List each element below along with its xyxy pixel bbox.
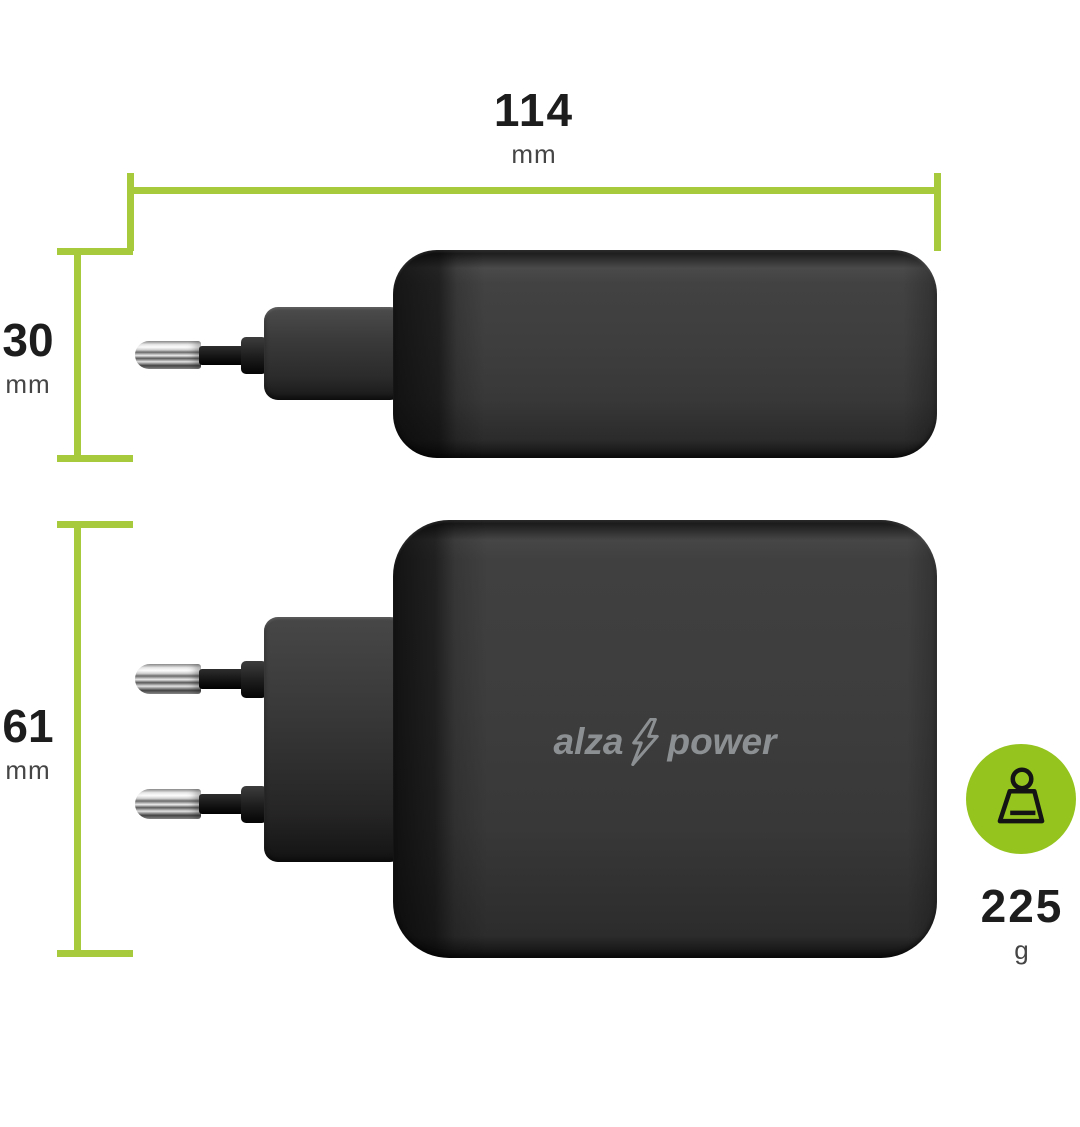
weight-icon — [997, 767, 1045, 824]
charger-body-side — [393, 250, 937, 458]
dimension-side-height-label: 30 mm — [0, 314, 56, 400]
dimension-width-unit: mm — [511, 139, 557, 170]
dimension-side-height-value: 30 — [2, 314, 54, 366]
dimension-front-height-unit: mm — [5, 755, 51, 786]
dimension-side-height-line — [74, 248, 81, 462]
dimension-front-height-label: 61 mm — [0, 700, 56, 786]
plug-pin-collar-bottom — [241, 786, 267, 823]
plug-pin-collar-top — [241, 661, 267, 698]
dimension-front-height-value: 61 — [2, 700, 54, 752]
plug-pin-side — [135, 341, 201, 369]
dimension-width-tick-right — [934, 173, 941, 251]
plug-pin-top — [135, 664, 201, 694]
plug-pin-sleeve-top — [199, 669, 247, 689]
weight-badge — [966, 744, 1076, 854]
weight-label: 225 g — [952, 880, 1080, 966]
weight-unit: g — [1014, 935, 1030, 966]
dimension-width-label: 114 mm — [419, 84, 649, 170]
weight-value: 225 — [980, 880, 1064, 932]
dimension-width-tick-left — [127, 173, 134, 251]
dimension-front-height-tick-bottom — [57, 950, 133, 957]
dimension-width-line — [130, 187, 938, 194]
plug-base-side — [264, 307, 404, 400]
dimension-front-height-tick-top — [57, 521, 133, 528]
plug-pin-sleeve-bottom — [199, 794, 247, 814]
dimension-side-height-tick-bottom — [57, 455, 133, 462]
dimension-front-height-line — [74, 521, 81, 957]
logo-text-power: power — [667, 721, 777, 762]
dimension-side-height-unit: mm — [5, 369, 51, 400]
plug-pin-bottom — [135, 789, 201, 819]
charger-body-front: alza power — [393, 520, 937, 958]
dimension-width-value: 114 — [493, 84, 575, 136]
logo-text-alza: alza — [553, 721, 624, 762]
plug-pin-sleeve-side — [199, 346, 247, 365]
plug-base-front — [264, 617, 404, 862]
dimension-side-height-tick-top — [57, 248, 133, 255]
plug-pin-collar-side — [241, 337, 267, 374]
lightning-bolt-icon — [631, 718, 660, 766]
alzapower-logo: alza power — [393, 716, 937, 768]
